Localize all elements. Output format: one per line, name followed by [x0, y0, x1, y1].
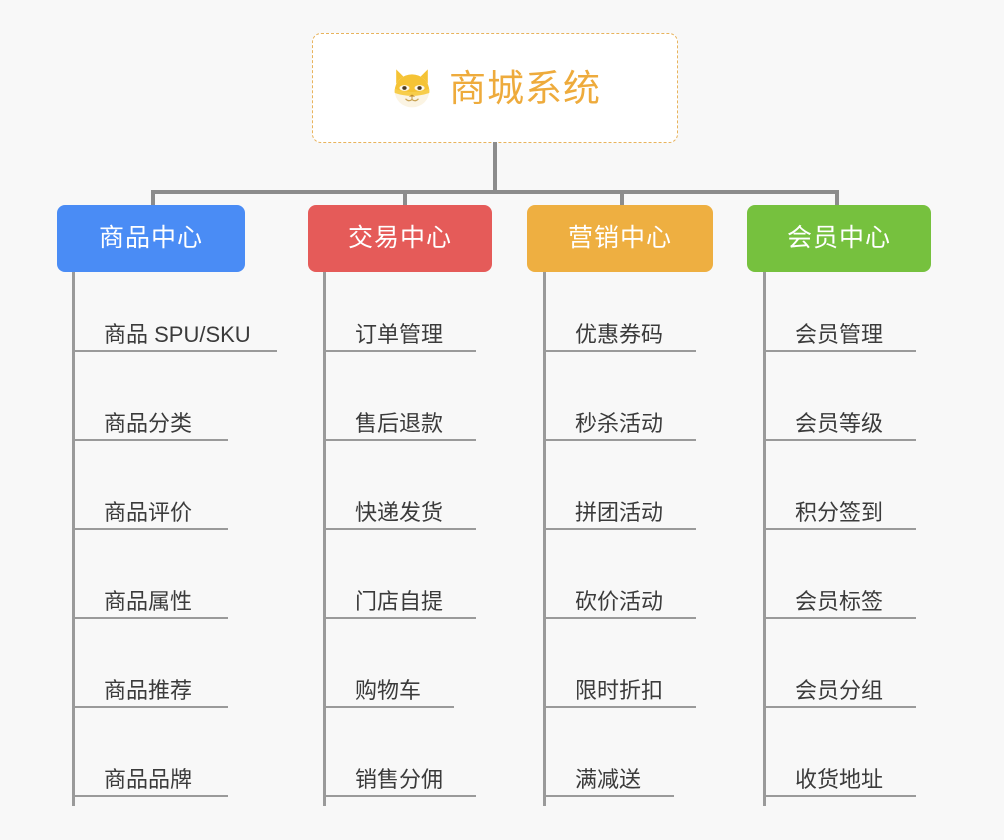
leaf-item[interactable]: 收货地址 [763, 717, 916, 797]
leaf-item[interactable]: 限时折扣 [543, 628, 696, 708]
branch-trunk-line [763, 272, 766, 806]
leaf-item-label: 积分签到 [795, 499, 884, 525]
leaf-item-label: 商品品牌 [104, 766, 193, 792]
leaf-item-label: 砍价活动 [575, 588, 664, 614]
leaf-item-label: 会员标签 [795, 588, 884, 614]
connector-drop-category-3 [620, 190, 624, 208]
leaf-item-label: 秒杀活动 [575, 410, 664, 436]
leaf-item[interactable]: 会员等级 [763, 361, 916, 441]
leaf-item[interactable]: 拼团活动 [543, 450, 696, 530]
leaf-item-label: 商品分类 [104, 410, 193, 436]
leaf-item[interactable]: 售后退款 [323, 361, 476, 441]
category-label: 会员中心 [786, 224, 891, 252]
category-box-product-center[interactable]: 商品中心 [57, 205, 245, 272]
root-node-mall-system[interactable]: 商城系统 [312, 33, 678, 143]
leaf-item[interactable]: 会员分组 [763, 628, 916, 708]
category-box-marketing-center[interactable]: 营销中心 [527, 205, 713, 272]
leaf-item[interactable]: 秒杀活动 [543, 361, 696, 441]
leaf-item-label: 门店自提 [355, 588, 444, 614]
leaf-item-label: 商品属性 [104, 588, 193, 614]
category-box-member-center[interactable]: 会员中心 [747, 205, 931, 272]
leaf-item-label: 商品 SPU/SKU [104, 321, 251, 347]
leaf-item[interactable]: 商品 SPU/SKU [72, 272, 277, 352]
leaf-item-label: 会员等级 [795, 410, 884, 436]
shiba-dog-face-icon [394, 69, 430, 108]
category-label: 商品中心 [98, 224, 203, 252]
leaf-item-label: 会员管理 [795, 321, 884, 347]
leaf-item[interactable]: 购物车 [323, 628, 454, 708]
category-label: 交易中心 [347, 224, 452, 252]
root-node-label: 商城系统 [449, 67, 601, 109]
leaf-item-label: 快递发货 [355, 499, 444, 525]
branch-trunk-line [323, 272, 326, 806]
branch-trunk-line [543, 272, 546, 806]
leaf-item[interactable]: 商品属性 [72, 539, 228, 619]
leaf-item-label: 拼团活动 [575, 499, 664, 525]
connector-root-stem [493, 142, 497, 192]
leaf-item[interactable]: 门店自提 [323, 539, 476, 619]
leaf-item-label: 收货地址 [795, 766, 884, 792]
connector-horizontal-bus [151, 190, 837, 194]
leaf-item-label: 售后退款 [355, 410, 444, 436]
leaf-item-label: 购物车 [355, 677, 422, 703]
leaf-item-label: 优惠券码 [575, 321, 664, 347]
leaf-item-label: 商品评价 [104, 499, 193, 525]
branch-trunk-line [72, 272, 75, 806]
leaf-item-label: 商品推荐 [104, 677, 193, 703]
leaf-item-label: 订单管理 [355, 321, 444, 347]
leaf-item[interactable]: 商品品牌 [72, 717, 228, 797]
category-box-trade-center[interactable]: 交易中心 [308, 205, 492, 272]
leaf-item[interactable]: 满减送 [543, 717, 674, 797]
leaf-item[interactable]: 会员标签 [763, 539, 916, 619]
leaf-item-label: 销售分佣 [355, 766, 444, 792]
connector-drop-category-2 [403, 190, 407, 208]
leaf-item[interactable]: 优惠券码 [543, 272, 696, 352]
connector-drop-category-1 [151, 190, 155, 208]
category-label: 营销中心 [567, 224, 672, 252]
leaf-item-label: 限时折扣 [575, 677, 664, 703]
leaf-item[interactable]: 订单管理 [323, 272, 476, 352]
leaf-item[interactable]: 商品推荐 [72, 628, 228, 708]
leaf-item-label: 满减送 [575, 766, 642, 792]
connector-drop-category-4 [835, 190, 839, 208]
leaf-item[interactable]: 砍价活动 [543, 539, 696, 619]
leaf-item[interactable]: 商品分类 [72, 361, 228, 441]
leaf-item[interactable]: 商品评价 [72, 450, 228, 530]
leaf-item-label: 会员分组 [795, 677, 884, 703]
leaf-item[interactable]: 积分签到 [763, 450, 916, 530]
leaf-item[interactable]: 销售分佣 [323, 717, 476, 797]
leaf-item[interactable]: 快递发货 [323, 450, 476, 530]
leaf-item[interactable]: 会员管理 [763, 272, 916, 352]
